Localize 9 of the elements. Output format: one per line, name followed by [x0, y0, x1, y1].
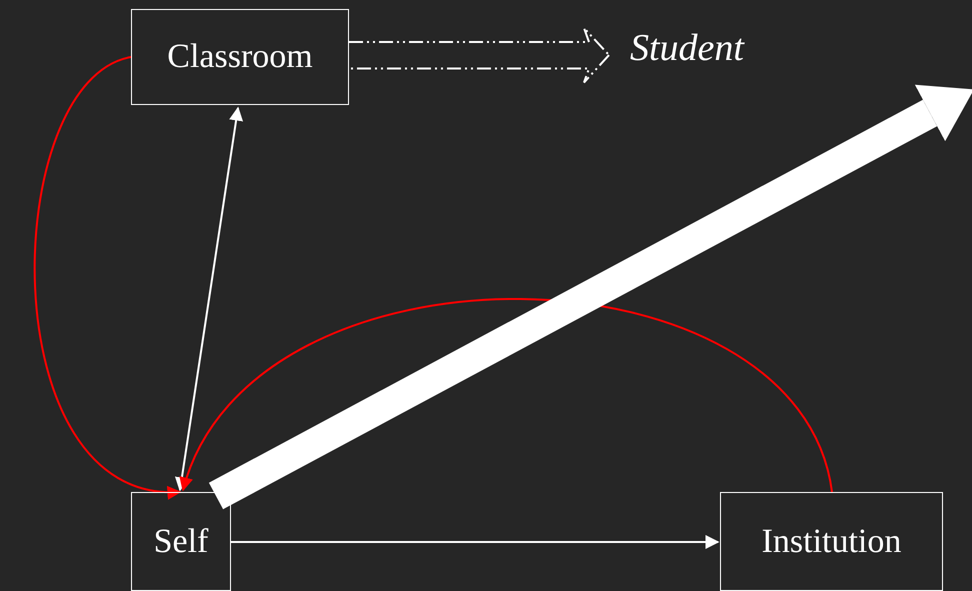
node-label: Student: [612, 22, 762, 74]
curved-arrow: [182, 298, 833, 492]
curved-arrow: [34, 56, 182, 498]
arrow: [231, 535, 720, 549]
text-box: Classroom: [131, 9, 349, 105]
text-box: Institution: [720, 492, 943, 591]
arrow: [174, 106, 244, 492]
text-box: Self: [131, 492, 231, 591]
hollow-dashed-arrow: [348, 27, 610, 84]
